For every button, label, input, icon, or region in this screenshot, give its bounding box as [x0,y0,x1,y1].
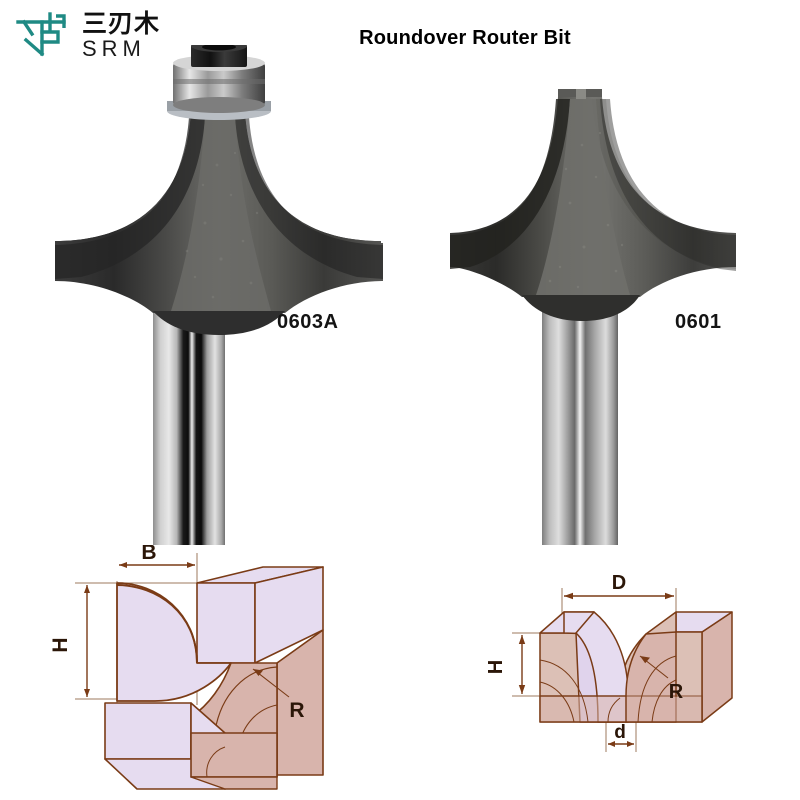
dim-label-R-right: R [669,681,684,703]
brand-wordmark: 三刃木 SRM [82,11,160,60]
srm-logo-icon [16,12,66,57]
dim-label-B: B [141,545,156,564]
dim-label-H: H [49,637,72,652]
brand-latin-name: SRM [82,35,146,61]
product-photo-0601 [450,89,736,545]
page-title: Roundover Router Bit [359,27,571,49]
product-label-0601: 0601 [675,311,722,333]
product-label-0603a: 0603A [277,311,339,333]
brand-lockup: 三刃木 SRM [12,10,160,60]
brand-chinese-name: 三刃木 [82,8,161,38]
diagram-roundover-edge-profile: B H R [49,545,324,790]
dim-label-R: R [289,699,304,722]
dim-label-D: D [612,572,626,594]
diagram-roundover-groove-profile: D H R d [485,572,733,752]
dim-label-d: d [614,722,626,743]
product-photo-0603a [55,45,383,545]
dim-label-H-right: H [485,660,507,674]
